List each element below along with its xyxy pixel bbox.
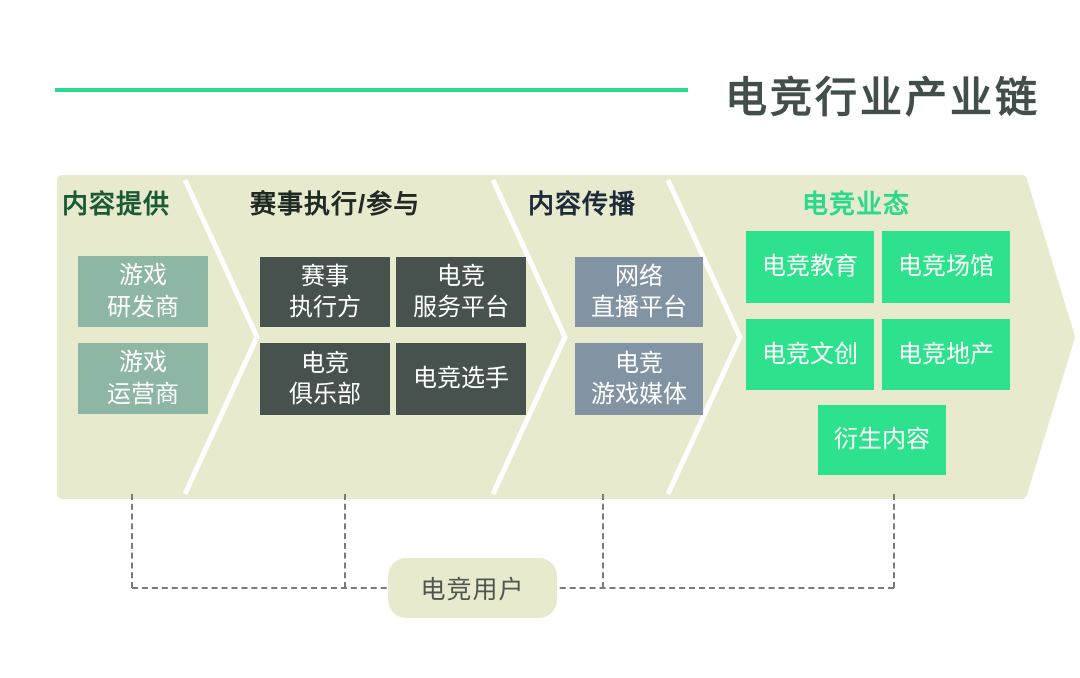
node-esports-cultural-creation: 电竞文创 (746, 319, 874, 390)
node-esports-education: 电竞教育 (746, 231, 874, 303)
node-esports-user: 电竞用户 (388, 558, 557, 618)
section-heading-content-distribution: 内容传播 (528, 189, 637, 219)
node-game-operator: 游戏 运营商 (78, 343, 208, 414)
page-title: 电竞行业产业链 (724, 74, 1040, 121)
connector-dashed-vertical-2 (344, 494, 346, 588)
node-derivative-content: 衍生内容 (818, 405, 946, 475)
connector-dashed-vertical-3 (602, 494, 604, 588)
section-heading-content-provision: 内容提供 (62, 189, 171, 219)
connector-dashed-vertical-1 (131, 494, 133, 588)
section-heading-esports-business: 电竞业态 (802, 189, 911, 219)
chevron-separator-1 (182, 178, 260, 496)
node-event-executor: 赛事 执行方 (260, 257, 390, 327)
title-accent-line (55, 88, 688, 92)
connector-dashed-vertical-4 (893, 494, 895, 588)
node-game-developer: 游戏 研发商 (78, 256, 208, 327)
node-live-streaming-platform: 网络 直播平台 (575, 257, 703, 327)
chevron-separator-3 (665, 178, 743, 496)
node-esports-venue: 电竞场馆 (882, 231, 1010, 303)
node-esports-service-platform: 电竞 服务平台 (396, 257, 526, 327)
node-esports-club: 电竞 俱乐部 (260, 343, 390, 415)
node-esports-player: 电竞选手 (396, 343, 526, 415)
chevron-separator-2 (490, 178, 568, 496)
section-heading-event-execution: 赛事执行/参与 (250, 189, 421, 219)
node-esports-game-media: 电竞 游戏媒体 (575, 343, 703, 415)
node-esports-real-estate: 电竞地产 (882, 319, 1010, 390)
